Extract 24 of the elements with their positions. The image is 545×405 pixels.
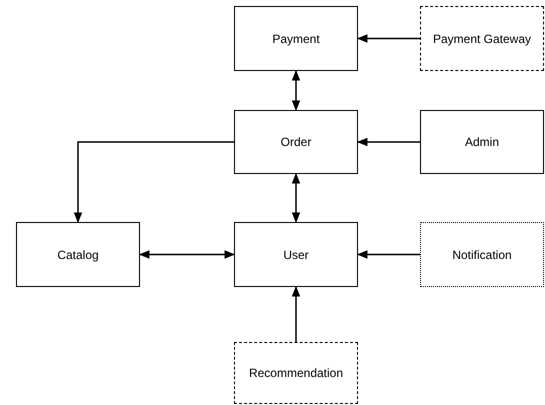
- component-box: [234, 342, 358, 404]
- arrow: [74, 141, 234, 224]
- component-box: [420, 6, 544, 71]
- node-label: User: [283, 248, 309, 262]
- arrow: [292, 172, 300, 224]
- node-label: Payment: [272, 32, 320, 46]
- arrow: [292, 70, 300, 112]
- node-label: Payment Gateway: [432, 32, 532, 46]
- arrow: [356, 250, 420, 259]
- arrow: [356, 34, 420, 43]
- arrow: [138, 250, 236, 259]
- node-label: Admin: [464, 135, 499, 149]
- node-label: Order: [280, 135, 312, 149]
- arrow: [292, 286, 300, 342]
- component-box: [420, 222, 544, 287]
- node-label: Catalog: [57, 248, 99, 262]
- component-box: [234, 222, 358, 287]
- component-box: [16, 222, 140, 287]
- node-label: Recommendation: [248, 366, 344, 380]
- node-label: Notification: [452, 248, 512, 262]
- arrow: [356, 138, 420, 146]
- component-box: [234, 6, 358, 71]
- component-box: [420, 110, 544, 174]
- component-box: [234, 110, 358, 174]
